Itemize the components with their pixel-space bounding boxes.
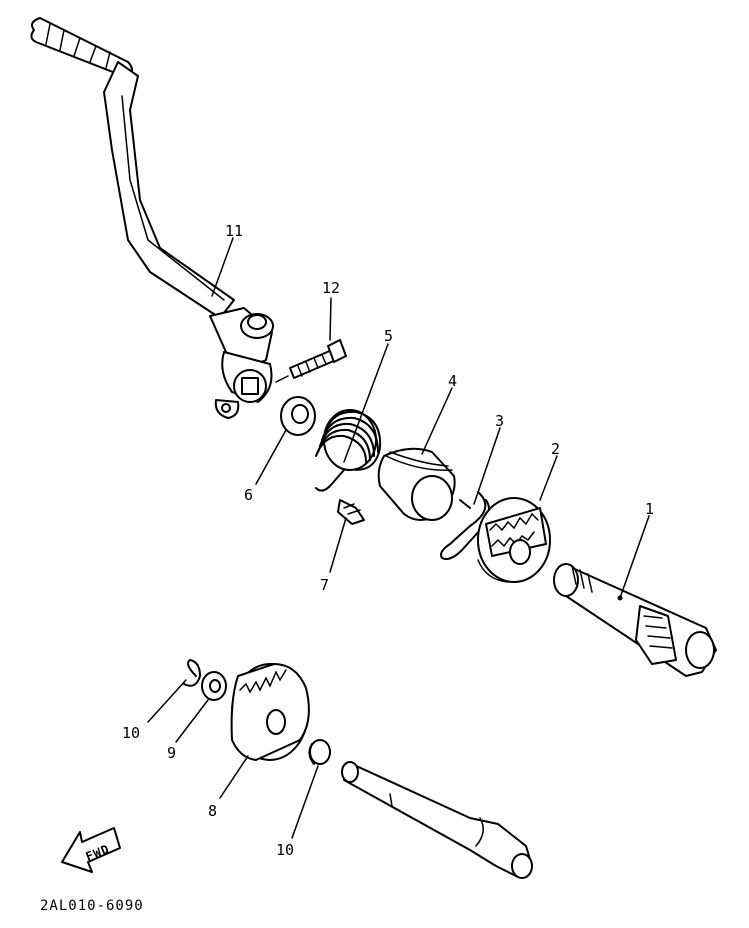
callout-4: 4: [448, 372, 457, 390]
callout-3: 3: [495, 412, 504, 430]
idle-gear: [230, 663, 310, 761]
callout-7: 7: [320, 576, 329, 594]
callout-8: 8: [208, 802, 217, 820]
leader-lines: [147, 237, 650, 839]
washer-seal: [280, 396, 316, 436]
reference-code: 2AL010-6090: [40, 898, 144, 914]
torsion-spring: [315, 409, 382, 492]
pinch-bolt: [275, 339, 347, 383]
circlip-lower: [308, 739, 331, 765]
callout-9: 9: [167, 744, 176, 762]
callout-5: 5: [384, 327, 393, 345]
callout-1: 1: [645, 500, 654, 518]
washer: [201, 671, 227, 701]
spring-cover-sleeve: [377, 447, 456, 521]
callout-6: 6: [244, 486, 253, 504]
callout-2: 2: [551, 440, 560, 458]
spring-guide-pin: [337, 499, 365, 525]
callout-10-lower: 10: [276, 841, 294, 859]
kick-crank-lever: [30, 17, 274, 419]
callout-10-upper: 10: [122, 724, 140, 742]
callout-numbers: 11 12 5 4 3 2 1 6 7 10 9 8 10: [122, 222, 654, 859]
idle-gear-shaft: [341, 761, 533, 879]
callout-12: 12: [322, 279, 340, 297]
callout-11: 11: [225, 222, 243, 240]
kick-shaft: [553, 563, 717, 677]
circlip-upper: [183, 659, 201, 687]
fwd-arrow-icon: FWD: [61, 827, 121, 873]
ratchet-gear: [477, 497, 551, 583]
